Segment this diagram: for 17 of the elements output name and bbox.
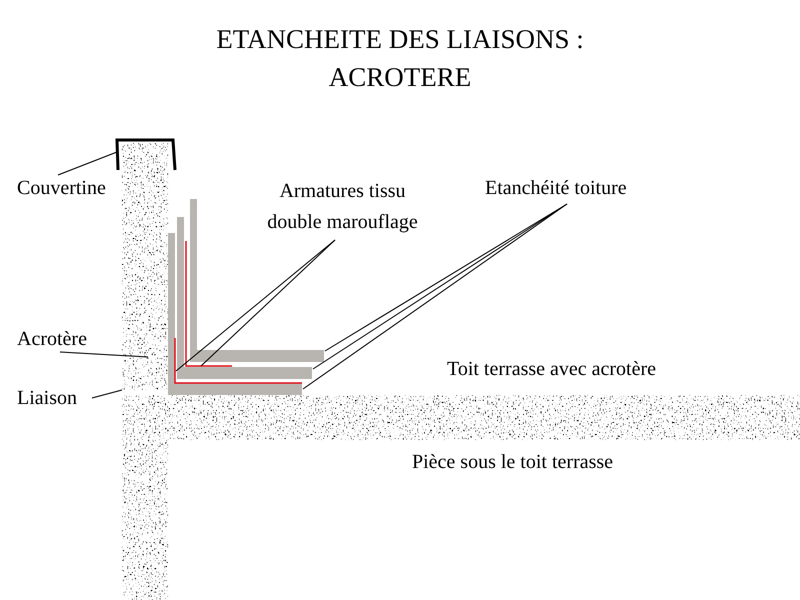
leader-line	[200, 240, 336, 366]
part-label: Acrotère	[17, 327, 87, 351]
area-label: Toit terrasse avec acrotère	[447, 357, 656, 381]
leader-line	[92, 390, 122, 398]
coping-cap	[115, 138, 176, 170]
fabric-reinforcement-line	[174, 338, 302, 384]
membrane-layer	[190, 199, 324, 362]
fabric-reinforcement-line	[185, 241, 232, 367]
part-label: Etanchéité toiture	[485, 176, 627, 200]
area-label: Pièce sous le toit terrasse	[412, 450, 614, 474]
part-label: Liaison	[17, 386, 77, 410]
membrane-layer	[168, 233, 302, 395]
leader-line	[58, 152, 118, 176]
title: ETANCHEITE DES LIAISONS : ACROTERE	[215, 23, 585, 94]
part-label: Armatures tissu double marouflage	[255, 176, 430, 238]
part-label: Couvertine	[17, 176, 106, 200]
leader-line	[176, 240, 336, 372]
